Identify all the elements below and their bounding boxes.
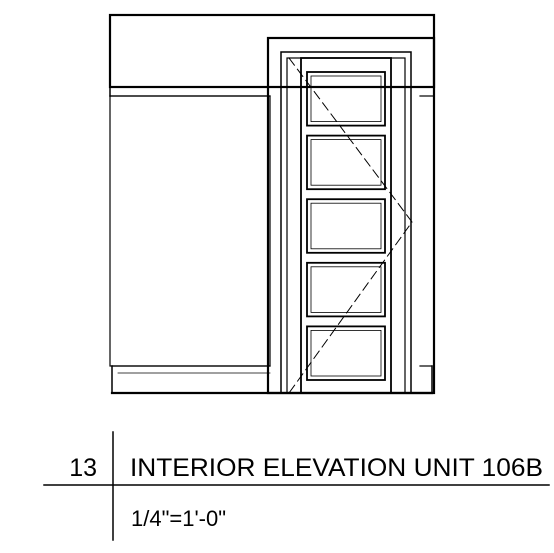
- door-frame: [286, 57, 406, 394]
- door-panel-raised-field: [310, 75, 382, 122]
- title-block: 13 INTERIOR ELEVATION UNIT 106B 1/4"=1'-…: [43, 431, 550, 541]
- door-casing-outer: [266, 36, 436, 395]
- view-number: 13: [69, 454, 97, 482]
- door-swing-indicator: [288, 57, 413, 394]
- view-title: INTERIOR ELEVATION UNIT 106B: [130, 454, 543, 482]
- door-panel: [306, 325, 386, 381]
- wall-panel-left: [109, 95, 271, 367]
- door-casing: [266, 36, 436, 395]
- door-panel: [306, 134, 386, 191]
- door-panel-raised-field: [310, 266, 382, 313]
- door-panel-raised-field: [310, 202, 382, 250]
- view-scale: 1/4"=1'-0": [131, 506, 226, 531]
- swing-dashed-line: [288, 57, 413, 394]
- door-panel: [306, 198, 386, 254]
- door-panels: [306, 71, 386, 381]
- door-panel: [306, 261, 386, 318]
- door-panel-raised-field: [310, 329, 382, 377]
- door-panel-raised-field: [310, 139, 382, 186]
- door-panel: [306, 71, 386, 127]
- door-slab: [300, 57, 392, 394]
- door-leaf: [300, 57, 392, 394]
